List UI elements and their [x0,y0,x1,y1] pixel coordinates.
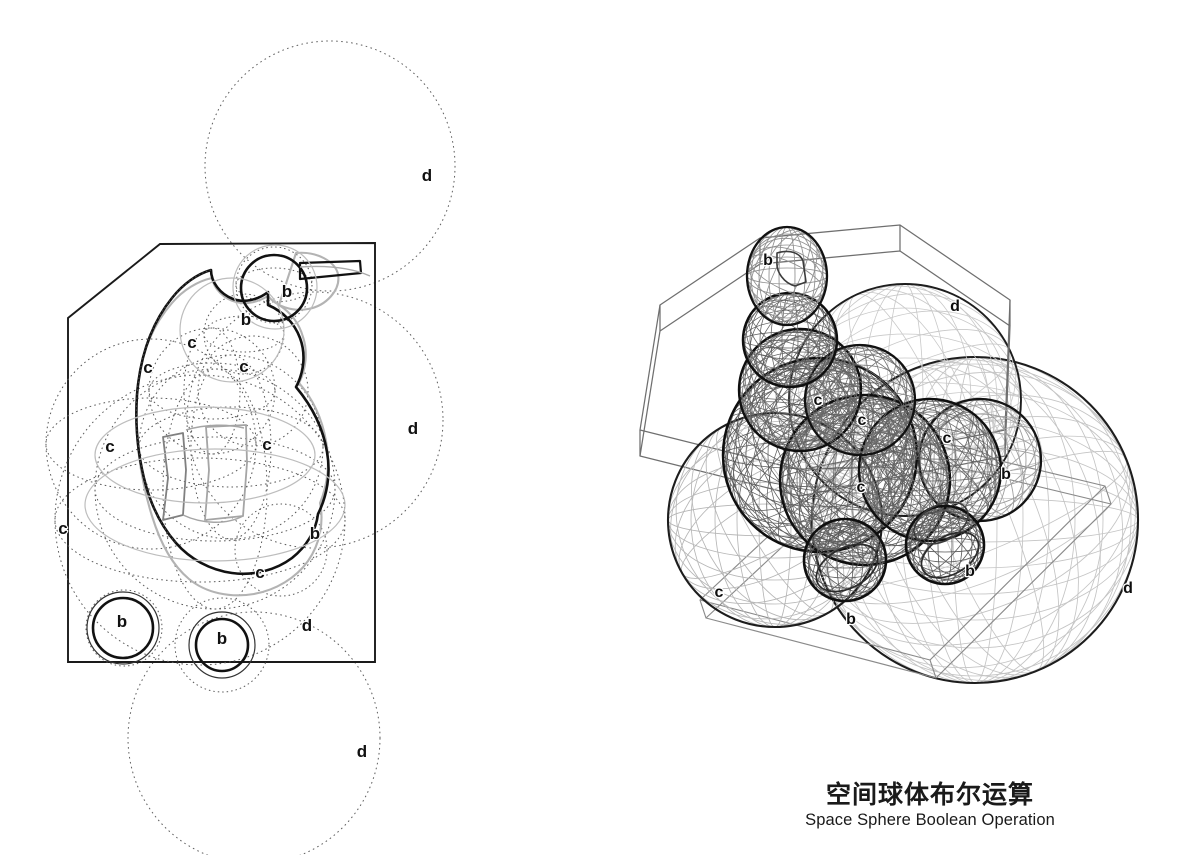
plan-bar-shadow [299,265,371,277]
plan-label-c: c [58,519,67,538]
sphere-c-core-4-outline [737,327,863,453]
slab-top-face [639,224,1011,471]
axon-label-c: c [715,584,724,601]
sphere-c-core-3-outline [857,397,1003,543]
axon-label-b: b [846,611,856,628]
plan-solid-b-outer-rings [86,591,256,679]
plan-label-b: b [117,612,127,631]
axon-labels: b d c c c b c b c b d [713,251,1134,630]
axon-label-d: d [950,298,960,315]
plan-label-c: c [187,333,196,352]
plan-label-b: b [310,524,320,543]
plan-label-c: c [262,435,271,454]
axon-label-b: b [763,252,773,269]
axon-label-c: c [814,392,823,409]
plan-dotted-d-circles [127,40,456,855]
sphere-b-lowright-outline [904,504,986,586]
dotted-ellipse-c [183,327,241,455]
plan-label-d: d [408,419,418,438]
plan-label-b: b [217,629,227,648]
dotted-circle-c [197,335,309,447]
plan-core-figure [162,424,248,523]
plan-light-arcs [84,244,346,562]
union-outline-dotted-trace [135,269,212,544]
sphere-b-lowleft-outline [802,517,888,603]
dotted-ellipse-c [148,362,276,420]
sphere-b-lowleft-cut [815,543,879,593]
axonometric-view: b d c c c b c b c b d [639,224,1140,685]
core-top-edge [185,424,245,431]
core-left-face [162,432,187,521]
dotted-circle-b [234,503,328,597]
axon-label-b: b [965,563,975,580]
sphere-b-top-outline [745,225,829,327]
dotted-ellipse-c [162,368,268,610]
title-english: Space Sphere Boolean Operation [805,811,1055,830]
axon-label-c: c [943,430,952,447]
dotted-circle-d [204,40,456,292]
site-polygon [67,242,376,663]
plan-label-d: d [422,166,432,185]
dotted-ellipse-b [235,267,313,303]
plan-dotted-c-circles [45,327,346,666]
dotted-ellipse-c [190,354,272,540]
plan-label-b: b [241,310,251,329]
axon-label-c: c [857,479,866,496]
solid-circle-b-ring [188,611,256,679]
dotted-circle-c [94,368,336,610]
solid-circle-b [194,617,250,673]
dotted-circle-b [85,589,163,667]
sphere-b-lowright-cut2 [913,501,969,545]
dotted-ellipse-c [94,436,336,542]
plan-label-d: d [302,616,312,635]
solid-circle-b [91,596,155,660]
plan-labels: b b c c c c c c b c b b d d d d [57,165,433,762]
dotted-ellipse-c [138,406,324,488]
dotted-ellipse-c [45,397,257,491]
plan-label-d: d [357,742,367,761]
axon-label-c: c [858,412,867,429]
sphere-c-core-5-outline [803,343,917,457]
core-bottom-edge [182,514,244,523]
sphere-b-top-cut [776,250,807,287]
plan-view: b b c c c c c c b c b b d d d d [45,40,456,855]
core-right-face [204,424,248,521]
plan-label-c: c [239,357,248,376]
dotted-circle-d [186,291,444,549]
solid-circle-b [239,253,309,323]
plan-label-b: b [282,282,292,301]
slab-bottom-face [639,250,1011,497]
plan-label-c: c [105,437,114,456]
axon-label-b: b [1001,466,1011,483]
site-slab-3d [639,224,1011,497]
sphere-b-mid-outline [741,291,839,389]
sphere-b-mid-mesh [743,293,837,387]
plan-label-c: c [255,563,264,582]
dotted-circle-b [174,597,270,693]
sphere-b-lowright-cut [920,531,980,579]
union-outline-main [135,268,330,575]
dotted-circle-c [148,327,276,455]
dotted-ellipse-c [54,457,346,583]
dense-core-cluster [721,225,1003,603]
title-block: 空间球体布尔运算 Space Sphere Boolean Operation [700,782,1160,831]
title-chinese: 空间球体布尔运算 [825,781,1034,809]
plan-solid-b-circles [91,253,309,673]
plan-label-c: c [143,358,152,377]
solid-circle-b-ring [86,591,160,665]
axon-label-d: d [1123,580,1133,597]
dotted-circle-d [127,611,381,855]
